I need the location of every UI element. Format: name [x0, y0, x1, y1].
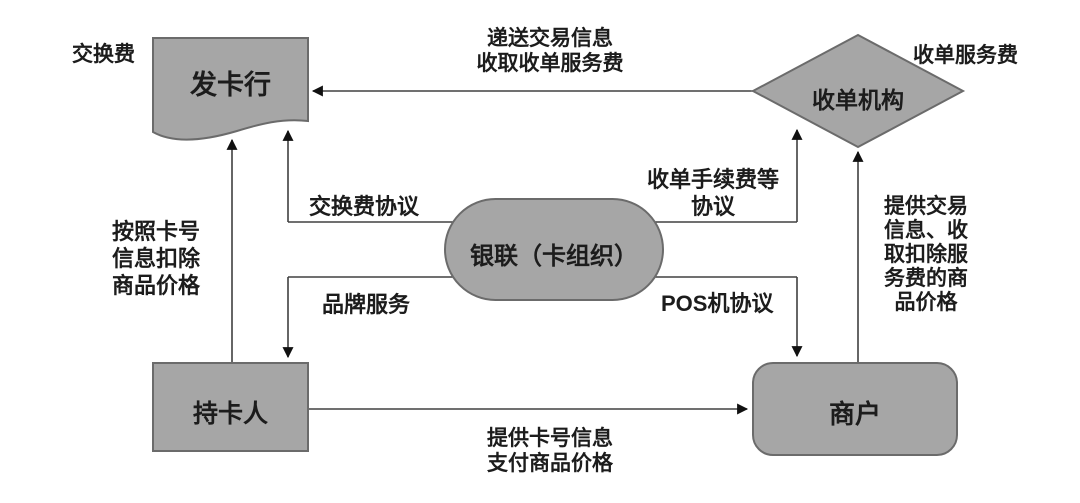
cardholder-node-shape: [152, 362, 309, 452]
interchange-agreement-edge-label: 交换费协议: [309, 194, 420, 219]
brand-service-edge-label: 品牌服务: [322, 292, 411, 317]
issuer-node-shape: [152, 37, 309, 141]
deduct-price-edge-label: 按照卡号 信息扣除 商品价格: [111, 219, 200, 298]
acquirer-node-shape: [750, 33, 966, 149]
interchange-fee-label: 交换费: [72, 43, 135, 66]
acquiring-fee-agreement-edge-label: 收单手续费等 协议: [646, 167, 779, 219]
acquirer-node-label: 收单机构: [812, 87, 904, 113]
provide-card-info-edge-label: 提供卡号信息 支付商品价格: [487, 427, 613, 475]
cardholder-node-label: 持卡人: [192, 400, 268, 428]
merchant-node-shape: [752, 362, 958, 456]
card-org-node-shape: [444, 198, 664, 301]
provide-transaction-info-edge-label: 提供交易 信息、收 取扣除服 务费的商 品价格: [884, 195, 968, 314]
acquiring-service-fee-label: 收单服务费: [913, 44, 1018, 67]
issuer-node-label: 发卡行: [190, 70, 271, 100]
deliver-info-edge-label: 递送交易信息 收取收单服务费: [476, 27, 624, 75]
pos-agreement-edge-label: POS机协议: [661, 291, 774, 316]
card-org-node-label: 银联（卡组织）: [470, 243, 638, 270]
merchant-node-label: 商户: [828, 399, 881, 429]
